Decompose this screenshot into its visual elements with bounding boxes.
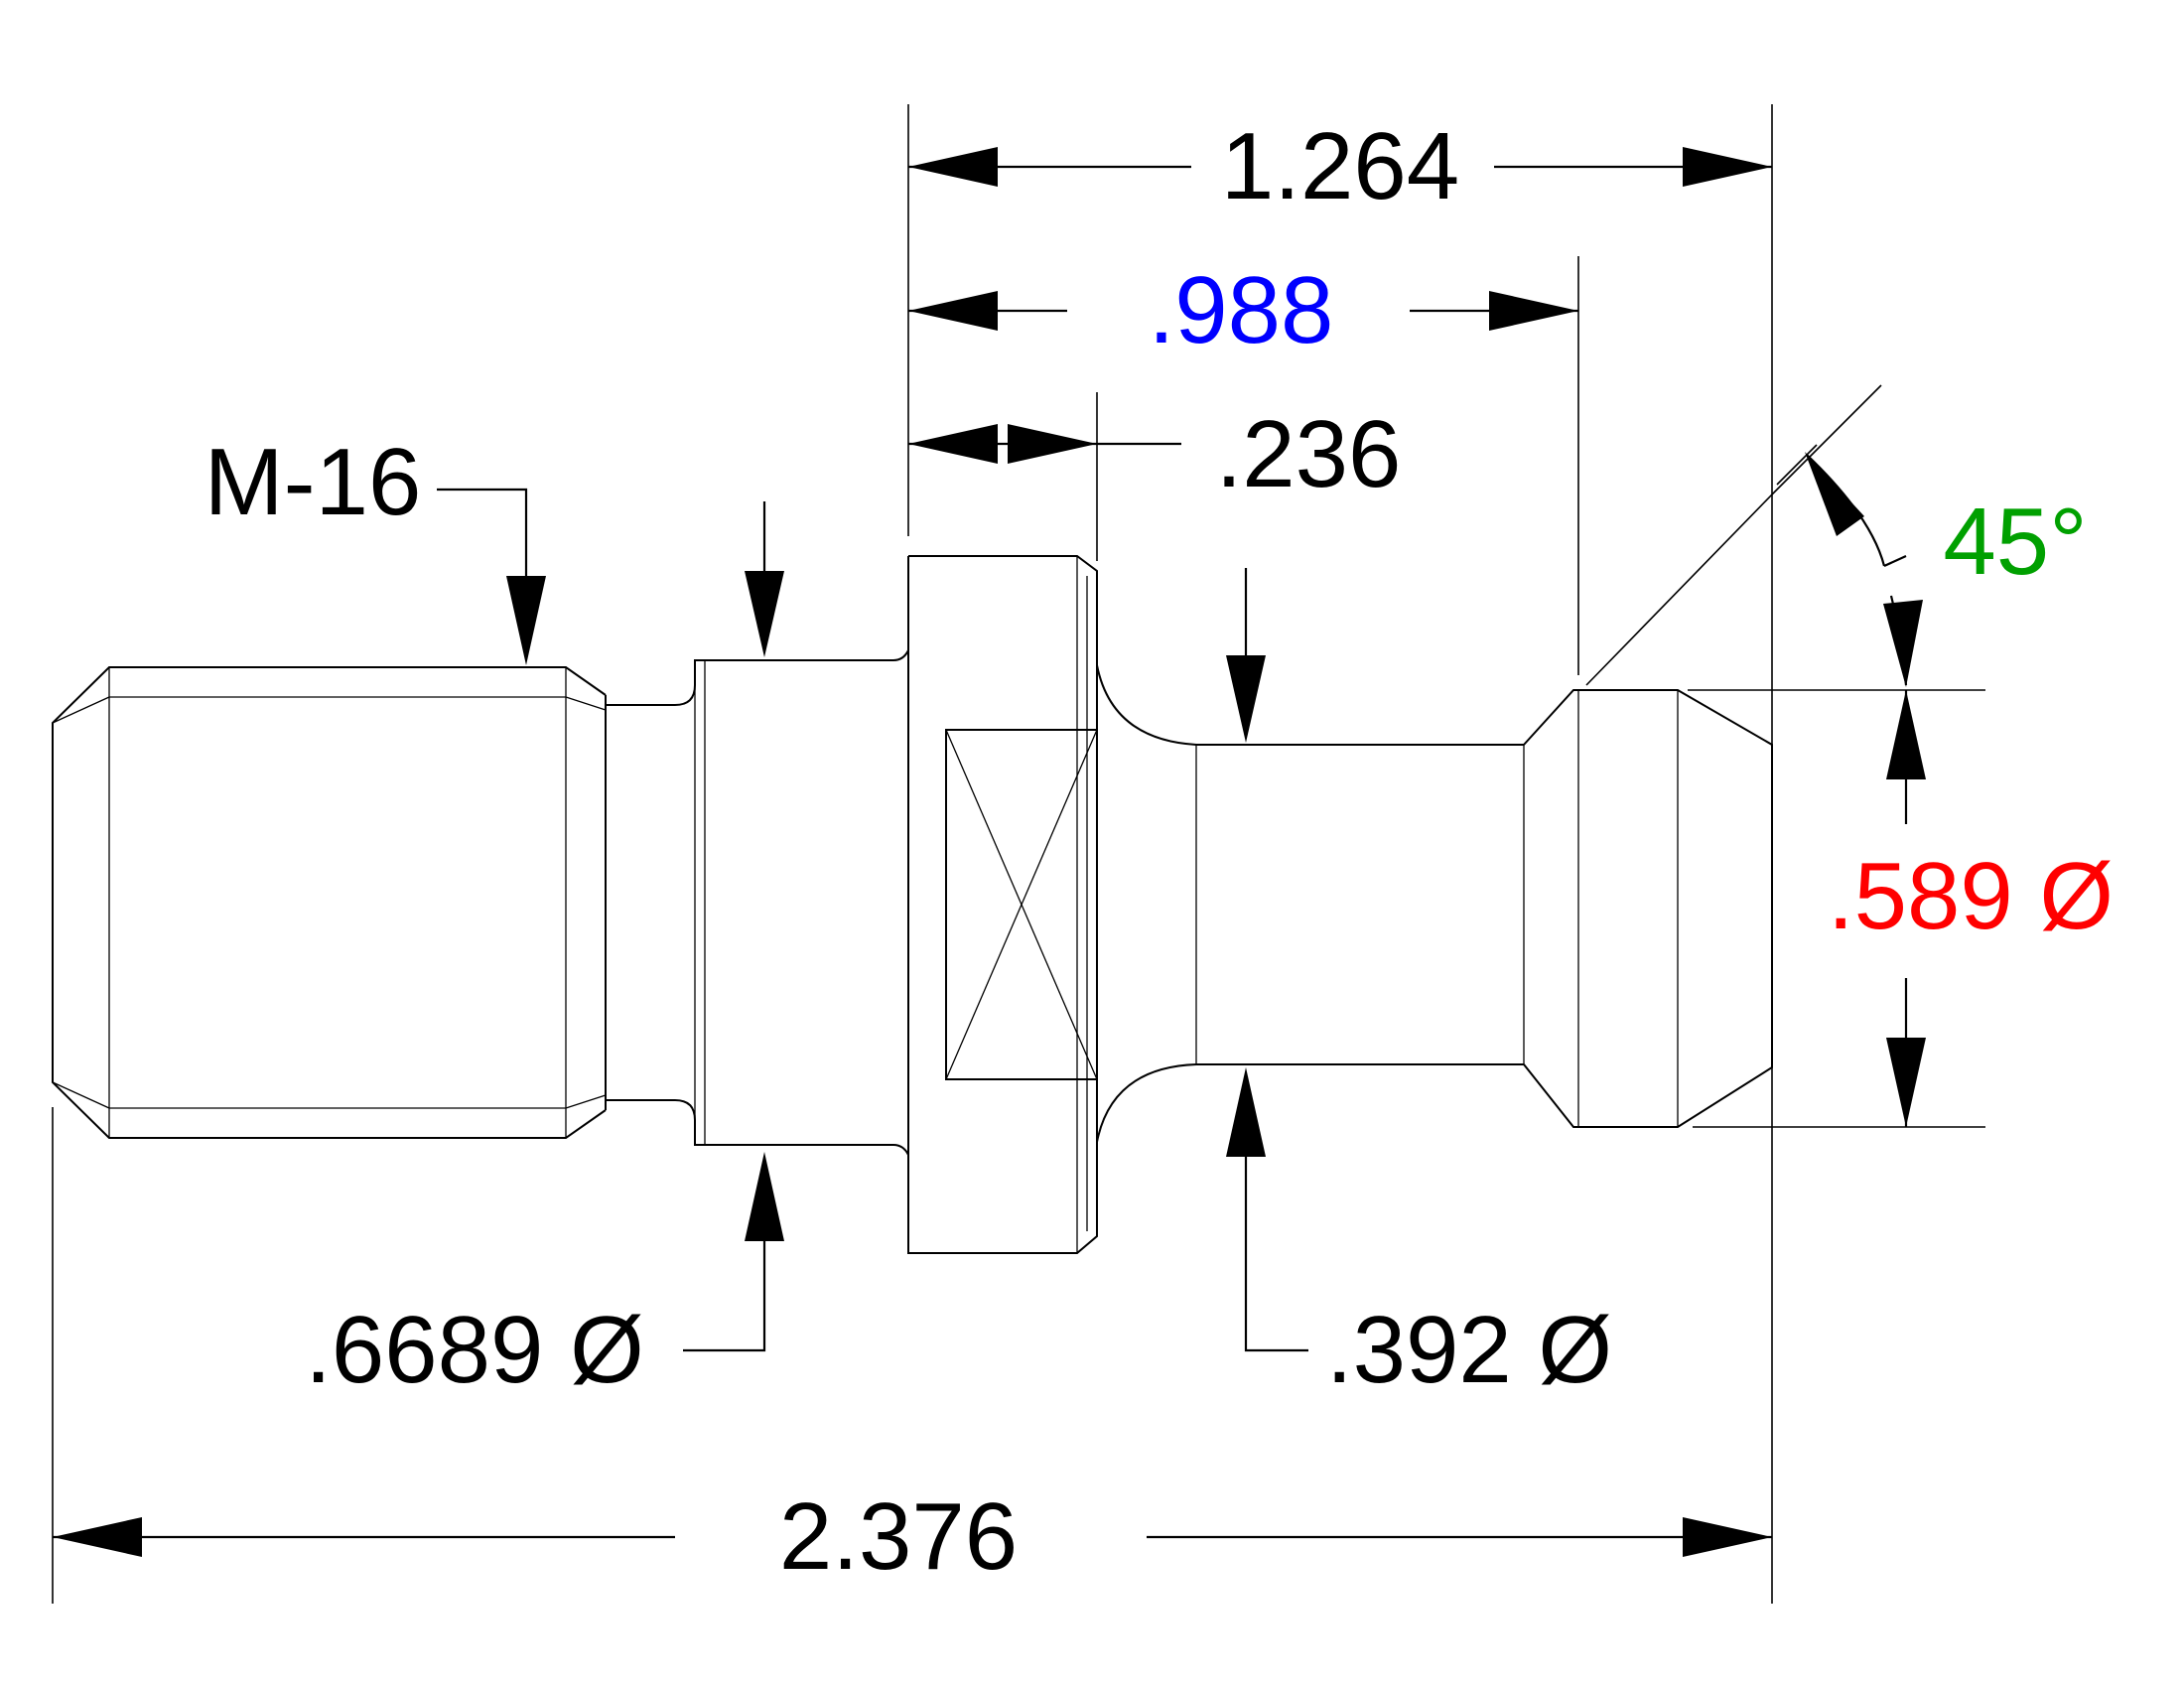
- dim-1264: 1.264: [908, 113, 1772, 219]
- dim-589-label: .589 Ø: [1828, 843, 2114, 949]
- wrench-flat: [945, 729, 1098, 1080]
- flange: [907, 555, 1098, 1254]
- part-outline: [52, 555, 1773, 1254]
- dim-angle: 45°: [1805, 452, 2088, 687]
- dim-988-label: .988: [1149, 257, 1334, 363]
- dim-589: .589 Ø: [1828, 690, 2114, 1127]
- pilot-section: [705, 645, 909, 661]
- dim-392-label: .392 Ø: [1326, 1297, 1612, 1403]
- thread-label: M-16: [205, 429, 422, 535]
- dim-988: .988: [908, 257, 1578, 363]
- dim-392: .392 Ø: [1226, 568, 1612, 1403]
- dim-6689-label: .6689 Ø: [305, 1297, 644, 1403]
- extension-lines: [52, 104, 1985, 1604]
- leader-thread: M-16: [205, 429, 546, 665]
- dim-overall: 2.376: [53, 1483, 1772, 1590]
- thread-section: [52, 666, 607, 1139]
- dim-overall-label: 2.376: [779, 1483, 1018, 1590]
- dim-236-label: .236: [1216, 401, 1402, 507]
- dim-1264-label: 1.264: [1221, 113, 1459, 219]
- dim-6689: .6689 Ø: [305, 501, 784, 1403]
- angle-label: 45°: [1943, 489, 2087, 595]
- head: [1523, 689, 1773, 1128]
- dim-236: .236: [908, 401, 1401, 507]
